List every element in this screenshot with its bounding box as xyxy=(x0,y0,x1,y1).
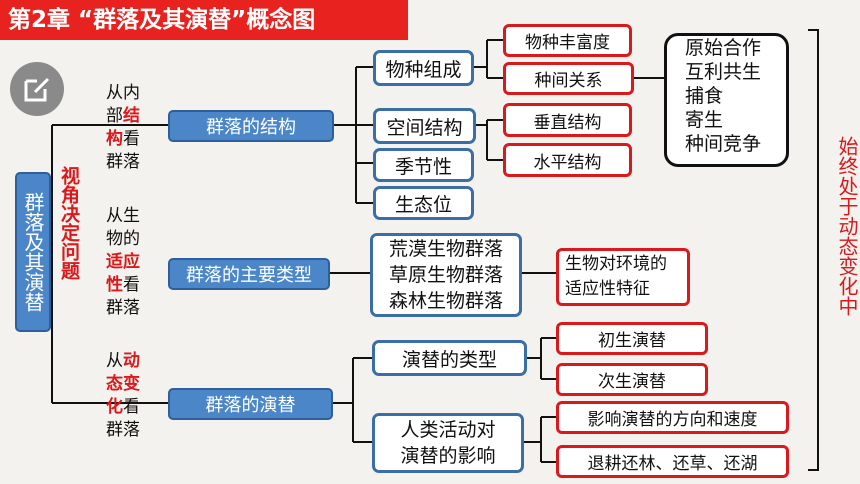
label-line: 群落 xyxy=(106,420,140,440)
label-line: 构看 xyxy=(106,129,140,149)
label-line: 部结 xyxy=(106,106,140,126)
human-impact-line: 演替的影响 xyxy=(400,445,496,467)
label-line: 从内 xyxy=(106,83,140,103)
edit-button[interactable] xyxy=(10,62,64,116)
label-line: 化看 xyxy=(106,397,140,417)
types-node: 群落的主要类型 xyxy=(168,258,330,290)
label-line: 从动 xyxy=(106,351,140,371)
horizontal-structure-node: 水平结构 xyxy=(503,143,632,177)
structure-label: 从内 部结 构看 群落 xyxy=(106,82,140,174)
relations-node: 原始合作 互利共生 捕食 寄生 种间竞争 xyxy=(664,33,789,167)
label-line: 态变 xyxy=(106,374,140,394)
page-title: 第2章 “群落及其演替”概念图 xyxy=(0,0,408,40)
community-type-item: 草原生物群落 xyxy=(388,264,503,286)
summary-label: 始终处于动态变化中 xyxy=(835,136,859,316)
label-line: 适应 xyxy=(106,252,140,272)
seasonality-node: 季节性 xyxy=(373,148,474,182)
label-line: 群落 xyxy=(106,298,140,318)
label-line: 物的 xyxy=(106,229,140,249)
adaptation-line: 适应性特征 xyxy=(565,279,650,299)
human-impact-line: 人类活动对 xyxy=(400,419,496,441)
label-line: 从生 xyxy=(106,206,140,226)
vertical-structure-node: 垂直结构 xyxy=(503,103,632,137)
succession-types-node: 演替的类型 xyxy=(372,340,527,376)
label-line: 性看 xyxy=(106,275,140,295)
species-composition-node: 物种组成 xyxy=(373,50,474,86)
structure-node: 群落的结构 xyxy=(168,110,334,142)
relation-item: 寄生 xyxy=(685,109,724,131)
relation-item: 互利共生 xyxy=(685,61,762,83)
direction-speed-node: 影响演替的方向和速度 xyxy=(556,401,789,434)
succession-node: 群落的演替 xyxy=(168,388,333,420)
human-impact-node: 人类活动对 演替的影响 xyxy=(372,413,524,473)
restore-node: 退耕还林、还草、还湖 xyxy=(556,445,789,478)
community-type-item: 森林生物群落 xyxy=(388,290,503,312)
root-node: 群落及其演替 xyxy=(15,172,51,332)
community-types-node: 荒漠生物群落 草原生物群落 森林生物群落 xyxy=(370,233,522,317)
edit-square-icon xyxy=(24,77,50,102)
types-label: 从生 物的 适应 性看 群落 xyxy=(106,205,140,320)
relation-item: 种间竞争 xyxy=(685,133,762,155)
succession-label: 从动 态变 化看 群落 xyxy=(106,350,140,442)
relation-item: 原始合作 xyxy=(685,37,762,59)
community-type-item: 荒漠生物群落 xyxy=(388,238,503,260)
niche-node: 生态位 xyxy=(373,186,474,220)
primary-succession-node: 初生演替 xyxy=(556,322,708,355)
interspecific-node: 种间关系 xyxy=(503,62,634,95)
adaptation-line: 生物对环境的 xyxy=(565,254,667,274)
root-label: 群落及其演替 xyxy=(21,192,45,312)
label-line: 群落 xyxy=(106,152,140,172)
perspective-label: 视角决定问题 xyxy=(58,166,80,280)
secondary-succession-node: 次生演替 xyxy=(556,363,708,396)
species-richness-node: 物种丰富度 xyxy=(503,24,632,57)
relation-item: 捕食 xyxy=(685,85,724,107)
spatial-structure-node: 空间结构 xyxy=(373,108,476,144)
adaptation-node: 生物对环境的 适应性特征 xyxy=(556,248,690,306)
